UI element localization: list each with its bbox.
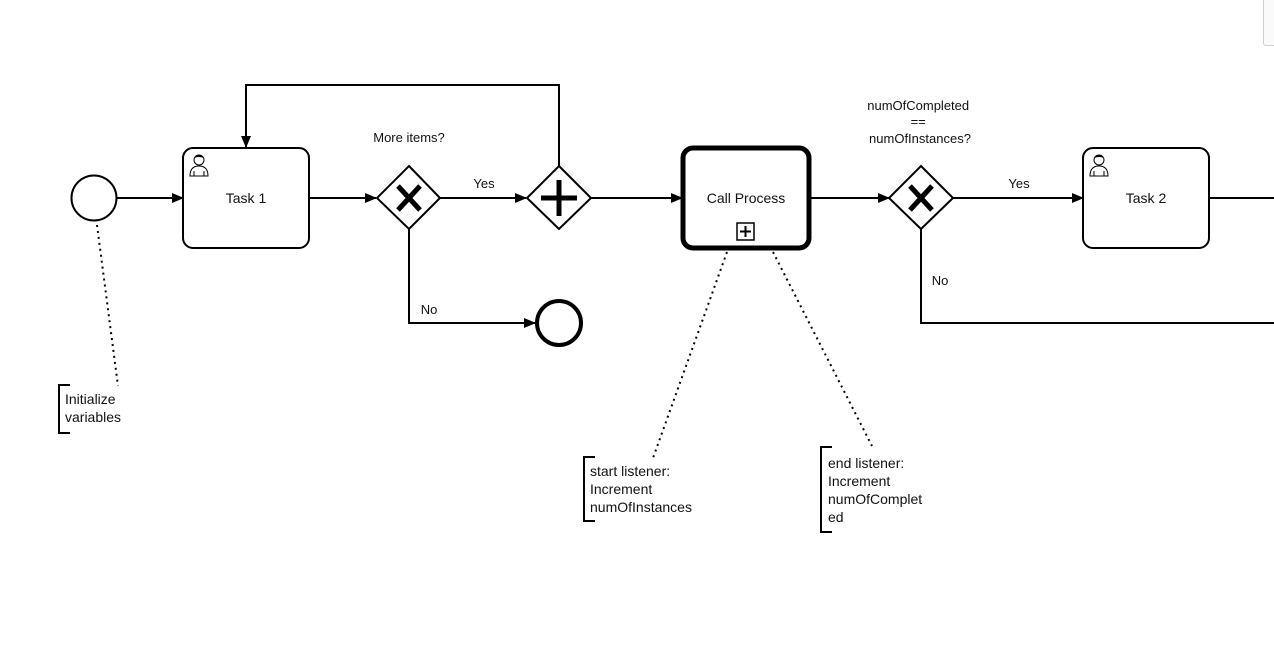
- yes-label-2: Yes: [1008, 176, 1030, 191]
- no-label-1: No: [421, 302, 438, 317]
- no-label-2: No: [932, 273, 949, 288]
- association-start-listener[interactable]: [652, 251, 728, 459]
- svg-text:end listener: Increment: end listener: Increment numOfComplet ed: [828, 455, 926, 525]
- svg-text:Initialize variables: Initialize variables: [65, 391, 121, 425]
- gateway-2-label: numOfCompleted == numOfInstances?: [867, 98, 973, 146]
- flow-gateway2-no[interactable]: [920, 229, 1274, 324]
- association-end-listener[interactable]: [772, 251, 873, 447]
- association-init[interactable]: [96, 224, 119, 387]
- svg-text:start listener: Incremen: start listener: Increment numOfInstances: [590, 463, 692, 515]
- annotation-end-listener[interactable]: end listener: Increment numOfComplet ed: [820, 446, 926, 533]
- task-2-label: Task 2: [1126, 190, 1167, 206]
- sequence-flows: [117, 84, 1274, 328]
- gateway-1-label: More items?: [373, 130, 445, 145]
- exclusive-gateway-more-items[interactable]: [375, 164, 442, 231]
- exclusive-gateway-completion[interactable]: [887, 164, 955, 231]
- x-mark-icon: [908, 184, 934, 212]
- annotation-initialize[interactable]: Initialize variables: [58, 384, 121, 434]
- call-process-label: Call Process: [707, 190, 786, 206]
- scrollbar[interactable]: [1263, 0, 1274, 46]
- yes-label-1: Yes: [473, 176, 495, 191]
- subprocess-plus-icon[interactable]: [736, 222, 755, 241]
- associations: [96, 224, 873, 459]
- start-event[interactable]: [70, 174, 118, 222]
- parallel-gateway[interactable]: [525, 164, 593, 231]
- task-1-label: Task 1: [226, 190, 267, 206]
- call-process-activity[interactable]: Call Process: [680, 145, 812, 251]
- flow-gateway1-no[interactable]: [408, 229, 536, 328]
- task-2[interactable]: Task 2: [1082, 147, 1210, 249]
- task-1[interactable]: Task 1: [182, 147, 310, 249]
- plus-mark-icon: [541, 180, 577, 216]
- end-event[interactable]: [535, 299, 583, 347]
- flow-loop-back[interactable]: [241, 84, 560, 166]
- x-mark-icon: [396, 184, 422, 212]
- annotation-start-listener[interactable]: start listener: Increment numOfInstances: [583, 456, 692, 522]
